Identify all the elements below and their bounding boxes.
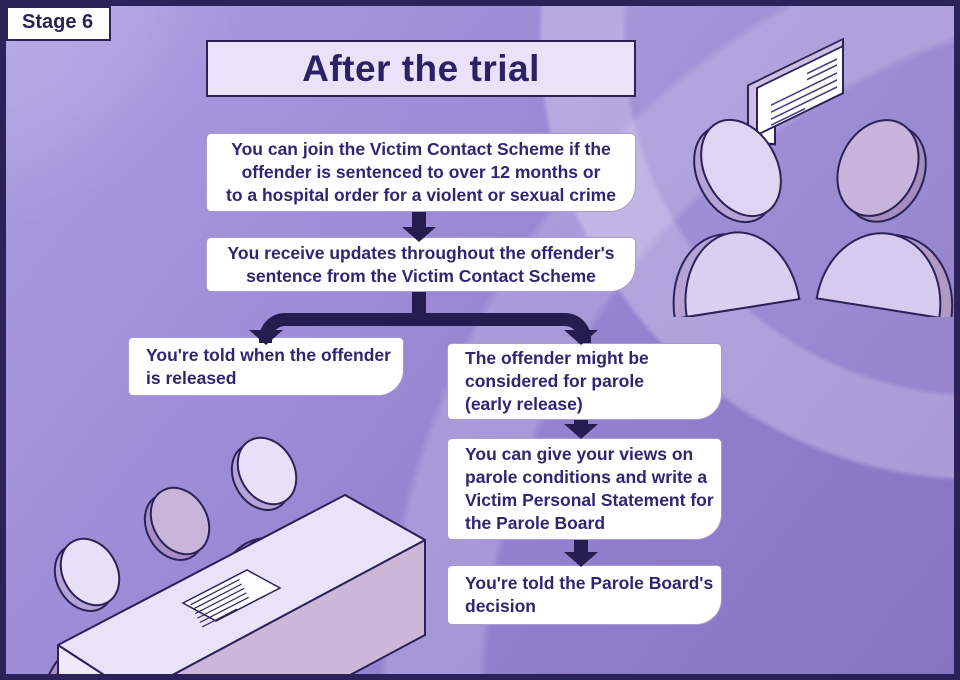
stage-badge: Stage 6 (6, 6, 112, 41)
conversation-illustration (672, 37, 954, 317)
document-icon (181, 569, 282, 628)
flow-box-told-decision: You're told the Parole Board's decision (447, 565, 722, 625)
branch-connector-left (259, 313, 426, 343)
title-box: After the trial (206, 40, 636, 97)
arrow-down-icon (564, 330, 598, 345)
flow-box-text: You receive updates throughout the offen… (227, 242, 615, 286)
flow-box-give-views: You can give your views on parole condit… (447, 438, 722, 540)
arrow-down-icon (564, 552, 598, 567)
flow-box-join-scheme: You can join the Victim Contact Scheme i… (206, 133, 636, 212)
flow-box-told-released: You're told when the offender is release… (128, 337, 404, 396)
flow-box-text: The offender might be considered for par… (465, 348, 649, 414)
person-figure (815, 119, 954, 317)
parole-board-illustration (42, 436, 426, 680)
arrow-down-icon (402, 227, 436, 242)
stage-badge-label: Stage 6 (22, 11, 94, 33)
flow-box-text: You can give your views on parole condit… (465, 444, 714, 533)
flow-box-text: You're told when the offender is release… (146, 344, 391, 388)
arrow-down-icon (249, 330, 283, 345)
flow-box-receive-updates: You receive updates throughout the offen… (206, 237, 636, 292)
person-figure (672, 118, 801, 317)
page-title: After the trial (302, 47, 540, 89)
arrow-down-icon (564, 424, 598, 439)
flow-connector (412, 212, 426, 229)
flow-box-text: You can join the Victim Contact Scheme i… (226, 139, 616, 205)
flow-connector (574, 540, 588, 554)
flow-box-parole-considered: The offender might be considered for par… (447, 343, 722, 420)
speech-bubble-icon (747, 37, 844, 146)
flow-box-text: You're told the Parole Board's decision (465, 573, 714, 616)
flow-connector (412, 292, 426, 315)
